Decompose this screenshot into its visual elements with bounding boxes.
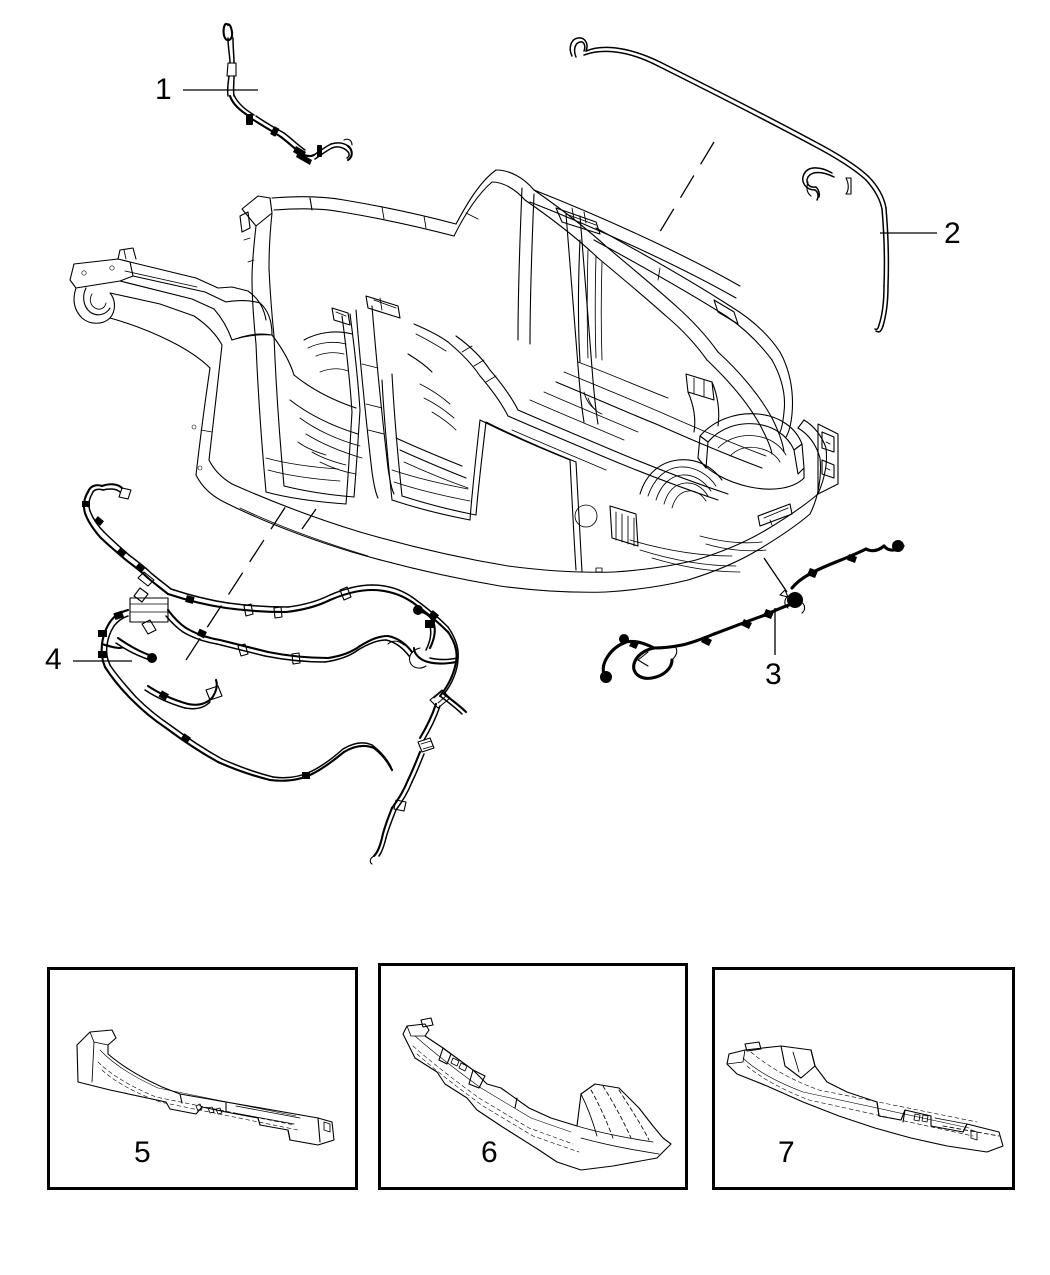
callout-4: 4 — [45, 643, 62, 676]
callout-2: 2 — [944, 217, 961, 250]
callout-6: 6 — [481, 1136, 498, 1169]
detail-panel-6: 6 — [378, 963, 688, 1190]
part-1-harness — [222, 22, 353, 165]
leader-body-pointer — [301, 508, 317, 530]
detail-panel-5: 5 — [47, 967, 358, 1190]
part-4-harness — [82, 483, 468, 865]
rocker-sill-outer — [223, 483, 615, 593]
interior-floor — [289, 295, 669, 489]
callout-7: 7 — [778, 1136, 795, 1169]
door-opening-rear — [381, 373, 487, 521]
leader-2-dashed — [654, 141, 715, 241]
windshield-header — [453, 169, 535, 237]
part-3-harness — [600, 540, 905, 683]
callout-5: 5 — [134, 1136, 151, 1169]
front-fender-panel — [169, 308, 233, 503]
door-opening-front — [255, 313, 361, 505]
detail-panel-7: 7 — [712, 967, 1015, 1190]
callout-1: 1 — [155, 73, 172, 106]
leader-3-pointer — [763, 557, 788, 593]
b-pillar-column — [355, 305, 395, 499]
roll-cage — [517, 187, 793, 455]
vehicle-body-shell — [69, 169, 839, 593]
leader-4-dashed — [185, 505, 287, 661]
cowl-firewall — [217, 286, 295, 376]
a-pillar-windshield-frame — [239, 195, 457, 345]
part-5-sill-trim — [76, 1029, 335, 1146]
front-crossmember — [69, 247, 227, 342]
part-2-harness — [569, 37, 890, 333]
callout-3: 3 — [765, 658, 782, 691]
rear-quarter-panel — [479, 419, 819, 593]
part-6-sill-trim — [402, 1017, 672, 1171]
rear-cargo-area — [601, 373, 839, 573]
part-7-sill-trim — [726, 1041, 1004, 1153]
